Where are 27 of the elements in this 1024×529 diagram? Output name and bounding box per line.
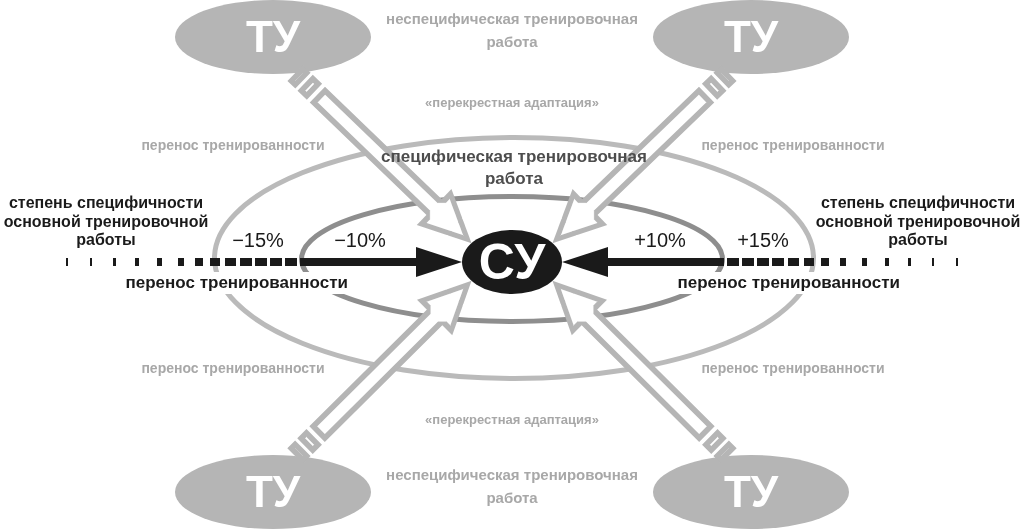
annotation-text: «перекрестная адаптация» [424,412,600,428]
center-oval-node [462,230,562,294]
node-label: ТУ [244,13,302,61]
percent-label: +10% [633,229,687,251]
edge-label: перенос тренированности [700,137,886,154]
oval-node [175,455,371,529]
edge-label: перенос тренированности [140,360,326,377]
node-label: ТУ [722,468,780,516]
edge-label: перенос тренированности [140,137,326,154]
oval-node [175,0,371,74]
node-label: ТУ [244,468,302,516]
node-label: ТУ [722,13,780,61]
arrow [562,247,958,277]
percent-label: −15% [231,229,285,251]
oval-node [653,455,849,529]
scale-caption: степень специфичности основной тренировочной работы [2,194,210,250]
node-label: СУ [477,234,547,290]
region-title: специфическая тренировочная работа [380,146,648,190]
annotation-text: неспецифическая тренировочная работа [385,465,639,508]
arrow [66,247,462,277]
annotation-text: «перекрестная адаптация» [424,95,600,111]
oval-node [653,0,849,74]
scale-caption: степень специфичности основной тренировочной работы [814,194,1022,250]
annotation-text: неспецифическая тренировочная работа [385,9,639,52]
percent-label: +15% [736,229,790,251]
edge-label: перенос тренированности [700,360,886,377]
percent-label: −10% [333,229,387,251]
